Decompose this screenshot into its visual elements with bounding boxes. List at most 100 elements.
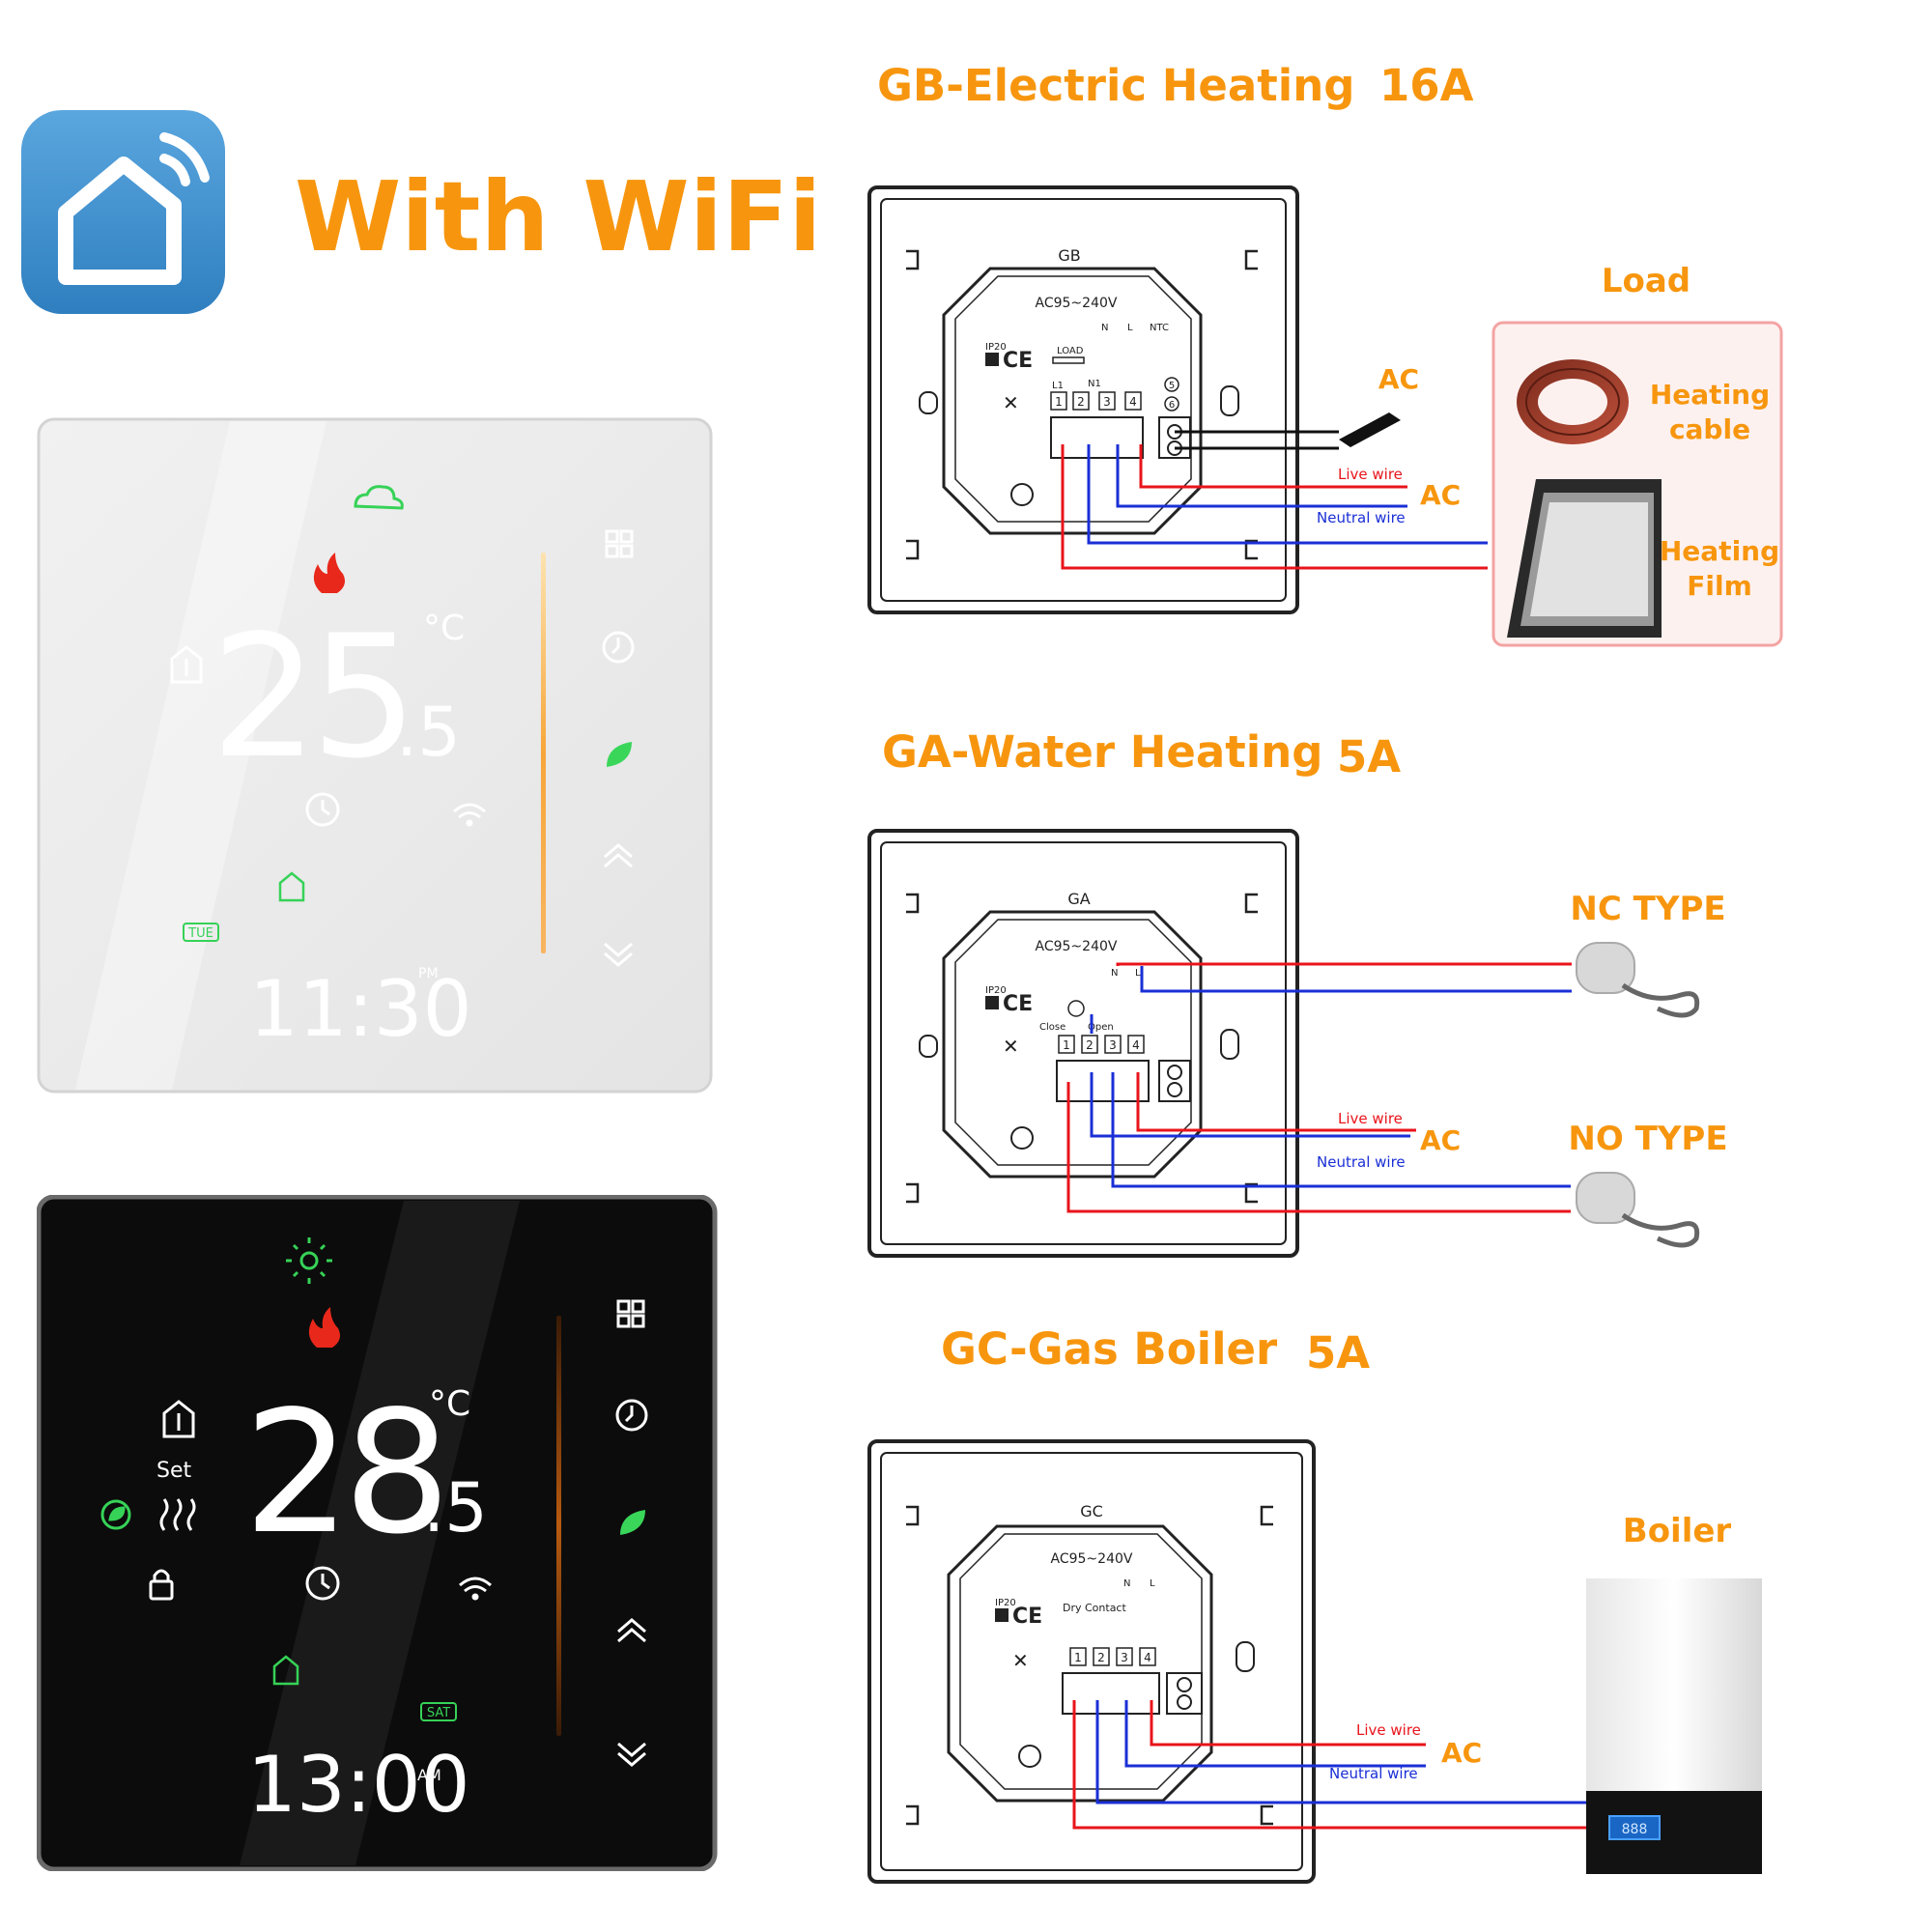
svg-text:1: 1: [1063, 1038, 1070, 1052]
svg-text:3: 3: [1103, 395, 1111, 409]
svg-text:L: L: [1135, 968, 1141, 979]
svg-text:Film: Film: [1687, 570, 1752, 602]
ntc-sensor-probe: [1339, 412, 1401, 447]
svg-text:Load: Load: [1602, 262, 1690, 300]
svg-text:NC TYPE: NC TYPE: [1570, 890, 1725, 928]
svg-text:888: 888: [1622, 1822, 1648, 1837]
cloud-icon: [354, 485, 404, 510]
svg-text:2: 2: [1097, 1651, 1105, 1664]
gc-backplate: GC AC95~240V IP20 CE ✕ Dry Contact N L 1…: [867, 1439, 1316, 1884]
temperature-decimal: .5: [396, 693, 461, 772]
nc-actuator-image: [1576, 942, 1700, 1018]
gc-title: GC-Gas Boiler: [941, 1323, 1278, 1375]
ga-title: GA-Water Heating: [882, 726, 1323, 778]
svg-text:N: N: [1123, 1578, 1130, 1589]
home-icon: [58, 156, 182, 285]
svg-text:6: 6: [1169, 400, 1175, 411]
svg-text:TUE: TUE: [187, 926, 213, 941]
svg-text:CE: CE: [1003, 349, 1033, 373]
day-badge: [183, 923, 219, 942]
svg-text:2: 2: [1086, 1038, 1094, 1052]
ga-rating: 5A: [1337, 731, 1402, 782]
ga-wires: [1066, 962, 1572, 1213]
svg-text:Boiler: Boiler: [1623, 1512, 1732, 1550]
svg-text:N1: N1: [1088, 379, 1101, 389]
svg-text:2: 2: [1077, 395, 1085, 409]
ampm-label: PM: [418, 966, 439, 981]
svg-text:3: 3: [1121, 1651, 1128, 1664]
svg-text:Dry Contact: Dry Contact: [1063, 1602, 1126, 1614]
svg-text:CE: CE: [1012, 1605, 1042, 1629]
time-display: 13:00: [247, 1740, 470, 1830]
svg-text:Open: Open: [1088, 1022, 1114, 1033]
lock-icon: [149, 1569, 174, 1601]
svg-text:L: L: [1150, 1578, 1155, 1589]
svg-text:AC: AC: [1378, 363, 1419, 395]
wifi-icon: [459, 1577, 492, 1601]
svg-text:4: 4: [1129, 395, 1137, 409]
svg-text:AC95~240V: AC95~240V: [1036, 939, 1118, 954]
svg-text:AC: AC: [1420, 479, 1461, 511]
flame-icon: [313, 553, 345, 593]
svg-text:3: 3: [1109, 1038, 1117, 1052]
svg-text:cable: cable: [1669, 413, 1750, 445]
arrow-up-icon: [604, 843, 633, 868]
svg-text:AC: AC: [1441, 1737, 1482, 1769]
eco-leaf-icon: [620, 1510, 645, 1535]
temperature-unit: °C: [423, 609, 465, 648]
svg-text:NO TYPE: NO TYPE: [1568, 1120, 1727, 1158]
svg-text:IP20: IP20: [995, 1598, 1016, 1608]
svg-text:IP20: IP20: [985, 342, 1007, 353]
svg-text:N: N: [1111, 968, 1118, 979]
thermostat-white: TUE 25 .5 °C 11:30 PM: [37, 417, 713, 1094]
svg-text:AC95~240V: AC95~240V: [1036, 296, 1118, 311]
gb-wires: [1061, 430, 1488, 570]
svg-text:GA: GA: [1067, 890, 1090, 908]
wifi-icon: [453, 803, 486, 827]
arrow-down-icon: [604, 942, 633, 967]
gc-rating: 5A: [1306, 1327, 1371, 1378]
sun-icon: [286, 1237, 332, 1284]
away-home-icon: [272, 1655, 299, 1686]
schedule-clock-icon: [615, 1399, 648, 1432]
day-badge: [420, 1702, 457, 1721]
clock-icon: [305, 792, 340, 827]
svg-text:LOAD: LOAD: [1057, 346, 1084, 356]
eco-mode-icon: [100, 1499, 131, 1530]
svg-text:GC: GC: [1080, 1502, 1103, 1520]
level-bar: [541, 553, 546, 953]
wifi-signal-icon: [159, 132, 210, 183]
svg-text:Close: Close: [1039, 1022, 1065, 1033]
svg-text:Live wire: Live wire: [1338, 466, 1403, 483]
svg-text:IP20: IP20: [985, 985, 1007, 996]
away-home-icon: [278, 871, 305, 902]
ga-backplate: GA AC95~240V IP20 CE ✕ N L Close Open 1 …: [867, 829, 1299, 1258]
svg-text:4: 4: [1144, 1651, 1151, 1664]
svg-text:Heating: Heating: [1660, 535, 1779, 567]
temperature-unit: °C: [429, 1384, 470, 1424]
no-actuator-image: [1576, 1172, 1700, 1248]
svg-text:✕: ✕: [1012, 1649, 1029, 1672]
clock-icon: [305, 1566, 340, 1601]
svg-text:Live wire: Live wire: [1338, 1110, 1403, 1127]
svg-text:GB: GB: [1058, 246, 1080, 265]
svg-text:4: 4: [1132, 1038, 1140, 1052]
level-bar: [556, 1316, 561, 1736]
svg-text:1: 1: [1074, 1651, 1082, 1664]
svg-text:L: L: [1127, 323, 1133, 333]
arrow-down-icon: [617, 1742, 646, 1767]
svg-text:Neutral wire: Neutral wire: [1317, 1153, 1406, 1171]
gb-title: GB-Electric Heating: [877, 60, 1355, 111]
thermostat-black: Set SAT 28 .5 °C: [36, 1194, 718, 1872]
arrow-up-icon: [617, 1618, 646, 1643]
gb-rating: 16A: [1379, 60, 1474, 111]
schedule-clock-icon: [602, 631, 635, 664]
svg-text:SAT: SAT: [427, 1706, 450, 1720]
smart-home-app-icon: [19, 108, 227, 316]
time-display: 11:30: [249, 964, 472, 1054]
menu-grid-icon: [605, 529, 634, 558]
svg-text:CE: CE: [1003, 992, 1033, 1016]
page-title: With WiFi: [295, 160, 822, 273]
menu-grid-icon: [616, 1299, 645, 1328]
